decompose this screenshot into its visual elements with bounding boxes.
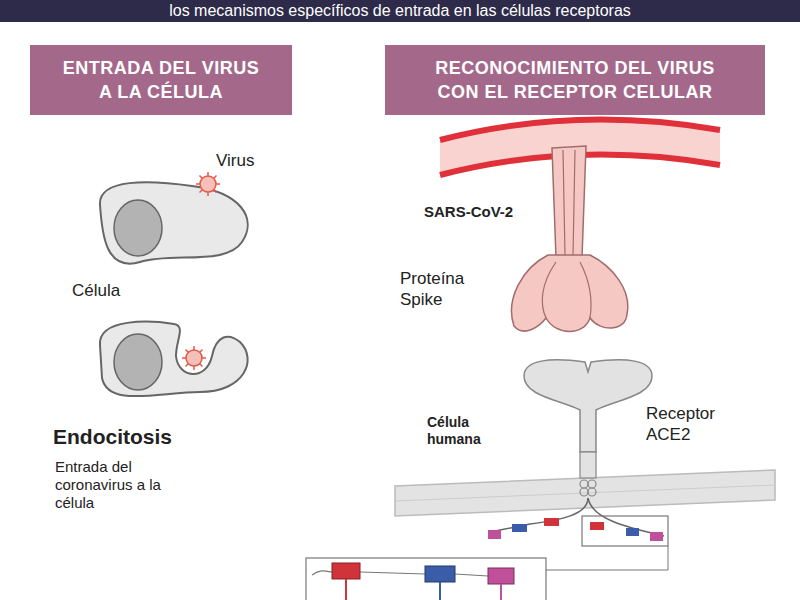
spike-strand [563,150,565,256]
part-label: Célula [72,280,162,301]
cell-shape [100,182,248,263]
pointer-line [345,579,347,600]
receptor-coil [580,480,588,488]
receptor-coil [588,480,596,488]
zoom-frame [306,558,546,600]
part-label: Receptor ACE2 [646,403,756,445]
spike-fold [542,262,556,318]
pointer-line [500,584,502,600]
heading-text: ENTRADA DEL VIRUS A LA CÉLULA [60,56,262,104]
part-label: Proteína Spike [400,268,500,310]
heading-box: RECONOCIMIENTO DEL VIRUS CON EL RECEPTOR… [385,45,765,115]
domain-block [650,532,663,541]
domain-block [425,566,455,582]
title-band [0,0,800,22]
receptor-coil [580,488,588,496]
ace2-receptor [524,360,652,452]
domain-block [590,522,604,530]
part-label: SARS-CoV-2 [424,203,544,221]
step-title: Endocitosis [53,424,223,450]
zoom-leader [545,546,668,570]
spike-head [512,255,628,332]
receptor-tail [490,498,588,532]
domain-block [488,568,514,584]
domain-block [626,528,639,536]
pointer-line [439,582,441,600]
domain-block [332,563,360,579]
part-label: Célula humana [427,414,505,448]
cell-shape [100,322,248,397]
spike-fold [580,262,591,318]
part-label: Virus [216,150,296,171]
zoom-frame [582,516,668,546]
envelope-edge [440,120,720,140]
title-text: los mecanismos específicos de entrada en… [0,1,800,21]
heading-text: RECONOCIMIENTO DEL VIRUS CON EL RECEPTOR… [420,56,730,104]
domain-block [544,518,559,526]
receptor-stem [580,452,596,478]
step-note: Entrada del coronavirus a la célula [55,458,173,512]
nucleus [114,200,162,256]
domain-block [488,530,501,539]
spike-stalk [552,146,586,258]
virus-particle [182,346,206,370]
virus-particle [196,172,220,196]
receptor-coil [588,488,596,496]
nucleus [114,334,162,390]
spike-strand [573,150,575,256]
domain-block [512,524,527,532]
receptor-tail [588,498,664,536]
heading-box: ENTRADA DEL VIRUS A LA CÉLULA [30,45,292,115]
